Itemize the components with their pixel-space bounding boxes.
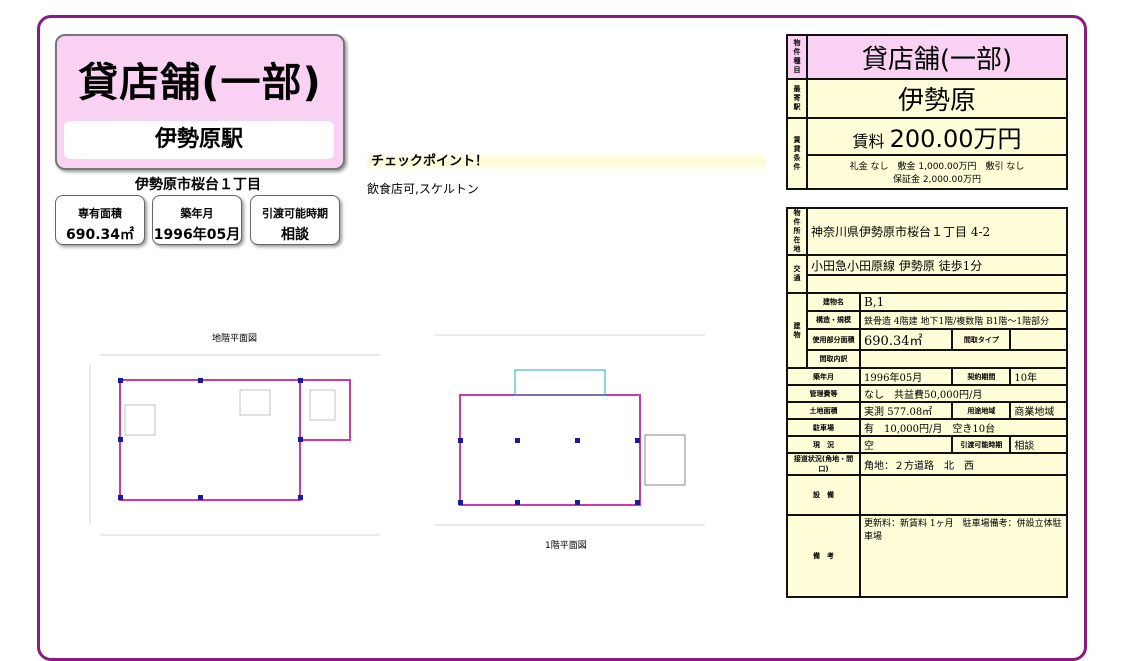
summary-table: 物件種目貸店舗(一部) 最寄駅伊勢原 賃貸条件 賃料 200.00万円 礼金 なし… [786,34,1068,190]
remarks-value: 更新料：新賃料 1ヶ月 駐車場備考：併設立体駐車場 [859,514,1068,598]
area-label: 使用部分面積 [805,328,862,351]
parking-value: 有 10,000円/月 空き10台 [859,418,1068,437]
station-label: 伊勢原駅 [64,121,334,159]
contract-value: 10年 [1009,367,1068,386]
first-plan-caption: 1階平面図 [545,541,587,551]
info-built: 築年月 1996年05月 [152,195,242,245]
remarks-label: 備 考 [785,514,862,598]
status-value: 空 [859,435,954,454]
road-value: 角地：２方道路 北 西 [859,452,1068,476]
info-handover: 引渡可能時期相談 [250,195,340,245]
rent-prefix: 賃料 [852,132,885,151]
zone-value: 商業地域 [1009,401,1068,420]
rent-value: 200.00万円 [889,125,1022,153]
land-label: 土地面積 [785,401,862,420]
mgmt-value: なし 共益費50,000円/月 [859,384,1068,403]
title-card: 貸店舗(一部) 伊勢原駅 [55,34,345,170]
layout-type-label: 間取タイプ [951,328,1012,351]
info-area: 専有面積 690.34㎡ [55,195,145,245]
status-label: 現 況 [785,435,862,454]
summary-station: 伊勢原 [806,78,1068,119]
summary-type: 貸店舗(一部) [806,34,1068,80]
address-short: 伊勢原市桜台１丁目 [135,177,261,193]
structure-value: 鉄骨造 4階建 地下1階/複数階 B1階～1階部分 [859,310,1068,330]
first-floor-plan [435,334,705,526]
terms-line2: 保証金 2,000.00万円 [893,175,981,185]
zone-label: 用途地域 [951,401,1012,420]
info-value: 相談 [281,227,309,243]
building-name: B,1 [859,292,1068,312]
building-label: 建物 [786,292,808,369]
structure-label: 構造・規模 [805,310,862,330]
building-name-label: 建物名 [805,292,862,312]
details-table: 物件所在地神奈川県伊勢原市桜台１丁目 4-2 交通小田急小田原線 伊勢原 徒歩1… [785,207,1068,598]
location-value: 神奈川県伊勢原市桜台１丁目 4-2 [806,207,1068,256]
land-value: 実測 577.08㎡ [859,401,954,420]
built-value: 1996年05月 [859,367,954,386]
road-label: 接道状況(角地・間口) [785,452,862,476]
station-side-label: 最寄駅 [786,78,808,119]
handover-value: 相談 [1009,435,1068,454]
info-label: 築年月 [180,207,214,220]
transport-value: 小田急小田原線 伊勢原 徒歩1分 [806,254,1068,276]
built-label: 築年月 [785,367,862,386]
terms-line1: 礼金 なし 敷金 1,000.00万円 敷引 なし [849,162,1025,172]
transport-label: 交通 [786,254,808,294]
basement-floor-plan [89,354,380,536]
layout-detail-label: 間取内訳 [805,349,862,369]
property-type-title: 貸店舗(一部) [78,60,322,106]
info-value: 1996年05月 [153,227,241,243]
location-label: 物件所在地 [786,207,808,256]
info-label: 専有面積 [78,207,122,220]
checkpoint-title: チェックポイント！ [367,152,765,172]
area-value: 690.34㎡ [859,328,954,351]
mgmt-label: 管理費等 [785,384,862,403]
checkpoint-text: 飲食店可,スケルトン [367,182,479,196]
info-value: 690.34㎡ [65,227,135,243]
handover-label: 引渡可能時期 [951,435,1012,454]
type-label: 物件種目 [786,34,808,80]
info-label: 引渡可能時期 [262,207,328,220]
equipment-label: 設 備 [785,474,862,516]
contract-label: 契約期間 [951,367,1012,386]
terms-label: 賃貸条件 [786,117,808,190]
parking-label: 駐車場 [785,418,862,437]
basement-plan-caption: 地階平面図 [212,334,258,344]
